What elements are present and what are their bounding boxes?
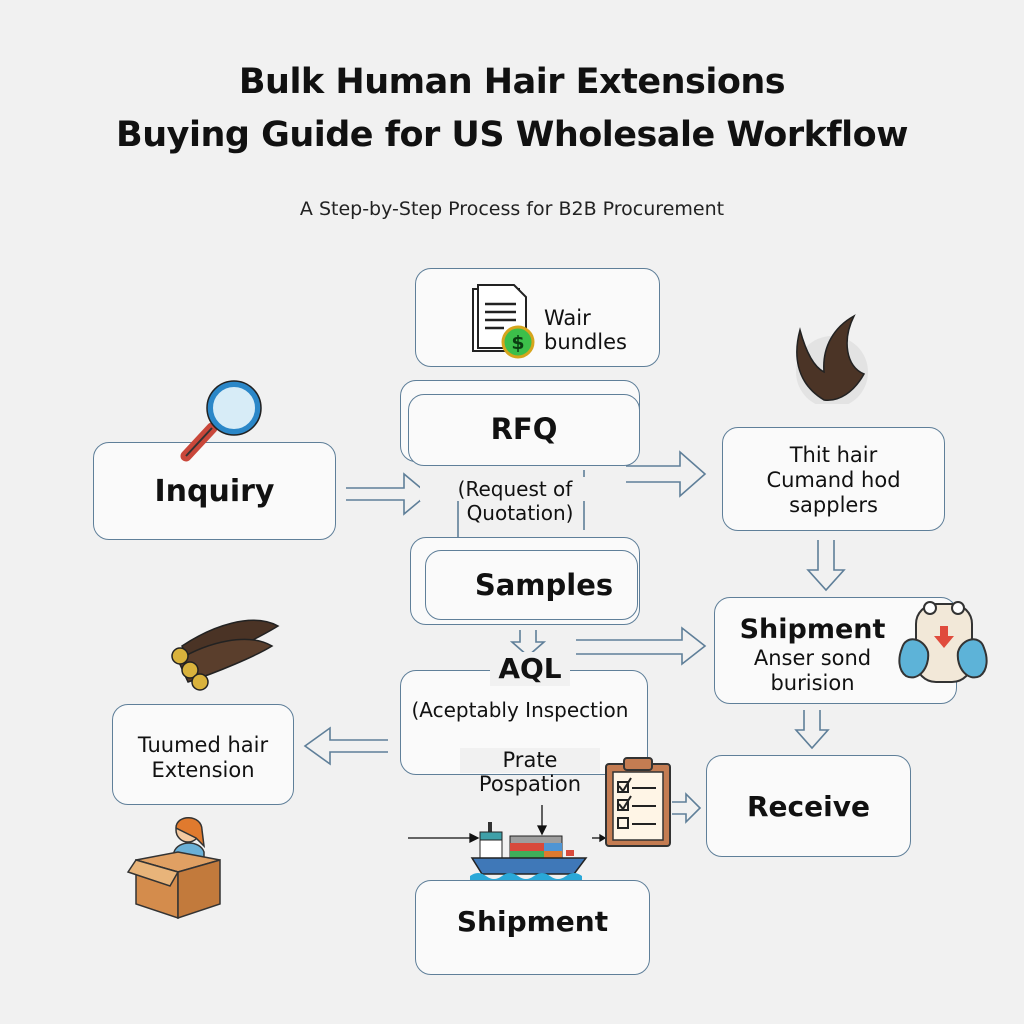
rfq-sub-1: (Request of: [420, 477, 610, 501]
shipment-bottom-node: [415, 880, 650, 975]
arrow-aql-extension: [303, 726, 388, 766]
arrow-clipboard-receive: [672, 792, 702, 824]
magnifier-icon: [180, 380, 262, 462]
extension-line-1: Tuumed hair: [137, 733, 269, 757]
supplier-line-3: sapplers: [789, 493, 878, 517]
open-box-person-icon: [126, 817, 221, 920]
inquiry-node: [93, 442, 336, 540]
supplier-line-1: Thit hair: [789, 443, 878, 467]
invoice-dollar-icon: $: [472, 284, 535, 359]
extension-line-2: Extension: [151, 758, 255, 782]
title-line-1: Bulk Human Hair Extensions: [238, 62, 786, 102]
supplier-line-2: Cumand hod: [766, 468, 901, 492]
aql-sub: (Aceptably Inspection: [411, 698, 629, 722]
rfq-sub-2: Quotation): [466, 501, 574, 525]
samples-node: [425, 550, 638, 620]
extension-node: [112, 704, 294, 805]
subtitle: A Step-by-Step Process for B2B Procureme…: [299, 198, 725, 220]
cargo-ship-icon: [470, 822, 588, 884]
samples-label: Samples: [474, 568, 614, 602]
wair-line-2: bundles: [544, 330, 627, 354]
shipment-right-label: Shipment: [739, 614, 886, 645]
wair-bundles-node: [415, 268, 660, 367]
shipment-right-line-2: burision: [770, 671, 855, 695]
receive-node: [706, 755, 911, 857]
aql-note-2: Pospation: [478, 772, 582, 796]
aql-note-1: Prate: [460, 748, 600, 774]
supplier-node: [722, 427, 945, 531]
shipment-bottom-label: Shipment: [456, 905, 609, 938]
title-line-2: Buying Guide for US Wholesale Workflow: [116, 115, 908, 155]
arrow-inquiry-rfq: [346, 472, 430, 516]
aql-label: AQL: [490, 652, 570, 686]
receive-label: Receive: [747, 790, 870, 823]
arrow-shipment-receive: [794, 710, 830, 750]
rfq-label: RFQ: [490, 412, 558, 446]
hair-strand-icon: [796, 314, 868, 404]
checklist-clipboard-icon: [605, 757, 671, 847]
wair-line-1: Wair: [544, 306, 591, 330]
shipment-right-line-1: Anser sond: [753, 646, 872, 670]
inquiry-label: Inquiry: [154, 474, 275, 509]
gloved-package-icon: [898, 601, 988, 683]
rfq-node: [408, 394, 640, 466]
hair-bundles-icon: [171, 619, 280, 691]
arrow-supplier-shipment: [806, 540, 846, 592]
arrow-samples-shipment: [576, 626, 707, 666]
svg-text:$: $: [511, 332, 524, 354]
arrow-rfq-supplier: [626, 450, 707, 498]
